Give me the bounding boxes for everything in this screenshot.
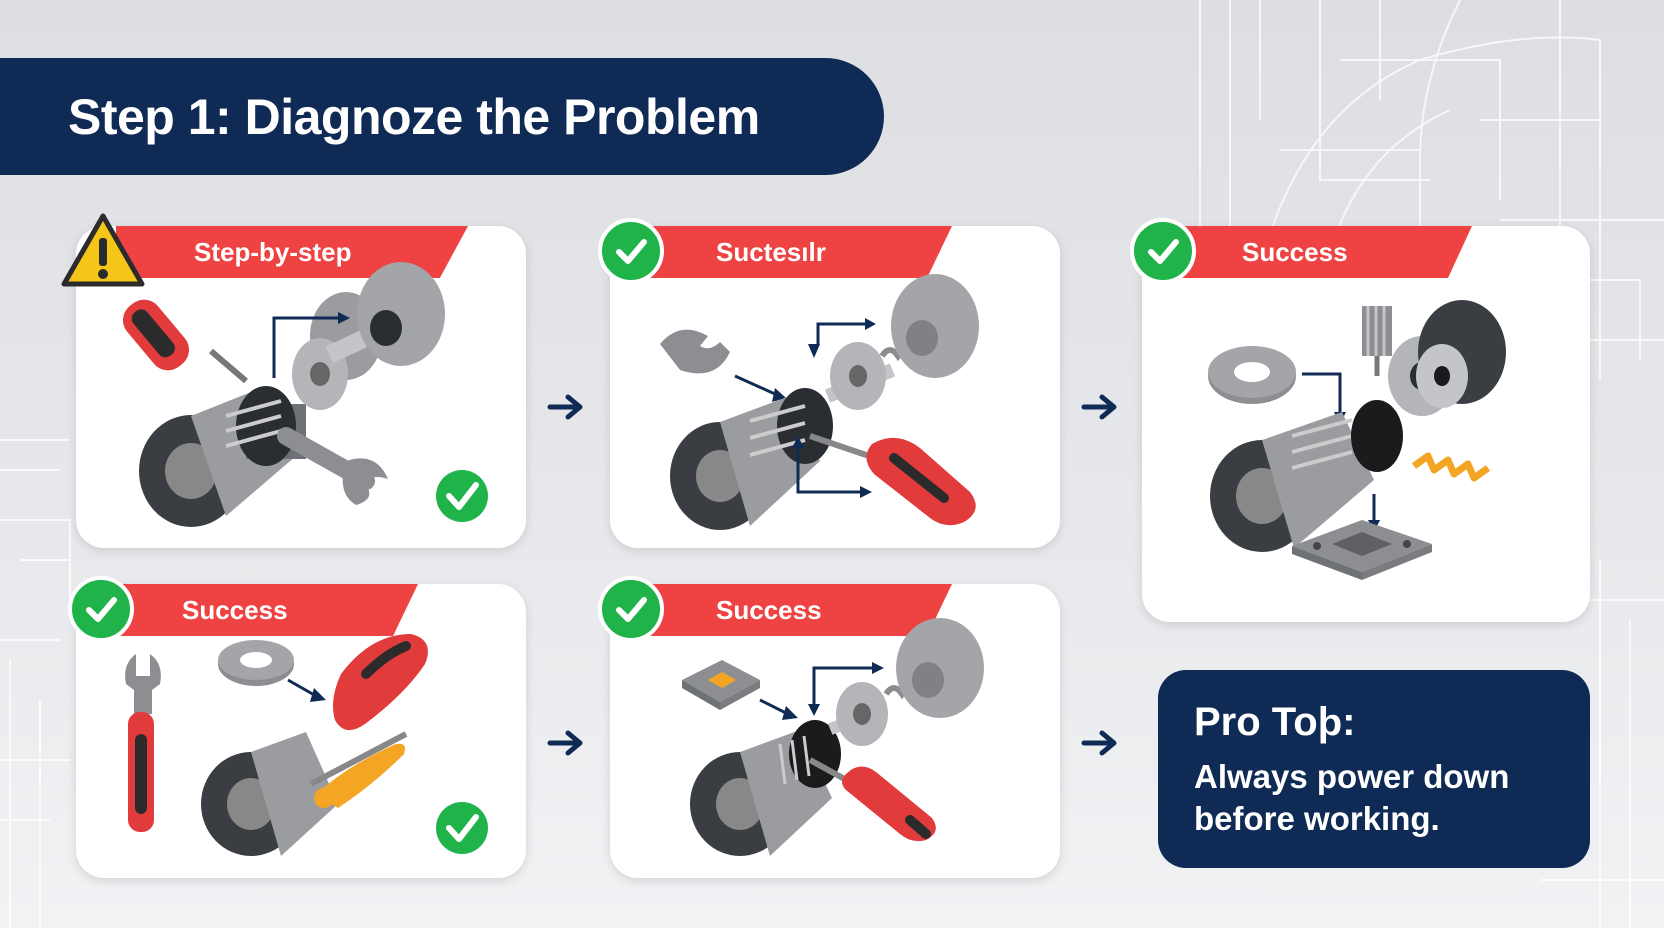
card-banner-5: Success <box>640 584 952 636</box>
check-icon <box>436 470 488 522</box>
roller-icon <box>1210 400 1403 552</box>
cylinder-icon <box>292 262 445 410</box>
step-card-5: Success <box>610 584 1060 878</box>
check-badge-5 <box>598 576 664 642</box>
roller-icon <box>201 731 408 856</box>
spring-cylinder-icon <box>827 618 984 746</box>
heatsink-icon <box>1362 306 1392 376</box>
component-illustration-1 <box>122 262 488 527</box>
roller-icon <box>690 720 841 856</box>
card-label-2: Suctesılr <box>716 236 826 267</box>
step-card-2: Suctesılr <box>610 226 1060 548</box>
card-banner-3: Success <box>1172 226 1472 278</box>
page-title-bar: Step 1: Diagnoze the Problem <box>0 58 884 175</box>
card-label-3: Success <box>1242 236 1348 267</box>
step-card-3: Success <box>1142 226 1590 622</box>
washer-icon <box>1208 346 1296 404</box>
wrench-icon <box>277 427 388 505</box>
warning-icon <box>61 213 145 287</box>
pro-tip-box: Pro Toþ: Always power down before workin… <box>1158 670 1590 868</box>
card-label-4: Success <box>182 594 288 625</box>
card-label-5: Success <box>716 594 822 625</box>
screwdriver-icon <box>808 757 936 842</box>
yellow-screwdriver-icon <box>314 743 405 808</box>
step-card-4: Success <box>76 584 526 878</box>
direction-arrow <box>272 316 338 378</box>
check-badge-4 <box>68 576 134 642</box>
pro-tip-body: Always power down before working. <box>1194 758 1510 837</box>
check-badge-3 <box>1130 218 1196 284</box>
roller-icon <box>139 386 306 527</box>
spring-icon <box>1411 452 1491 482</box>
check-icon <box>1148 239 1179 264</box>
component-illustration-4 <box>125 634 488 856</box>
check-badge-2 <box>598 218 664 284</box>
component-illustration-2 <box>660 274 979 530</box>
chip-plate-icon <box>682 660 760 710</box>
check-icon <box>616 597 647 622</box>
washer-icon <box>218 640 294 686</box>
flow-arrow-4-5 <box>547 730 583 756</box>
check-icon <box>616 239 647 264</box>
flow-arrow-2-3 <box>1081 394 1117 420</box>
roller-icon <box>670 388 833 530</box>
screwdriver-icon <box>333 634 428 731</box>
mounting-plate-icon <box>1292 520 1432 580</box>
pro-tip-title: Pro Toþ: <box>1194 700 1356 744</box>
check-icon <box>436 802 488 854</box>
check-icon <box>86 597 117 622</box>
step-card-1: Step-by-step <box>76 226 526 548</box>
flow-arrow-1-2 <box>547 394 583 420</box>
component-illustration-5 <box>682 618 984 856</box>
cylinder-icon <box>1388 300 1506 416</box>
screwdriver-icon <box>122 299 248 384</box>
screwdriver-icon <box>809 433 976 526</box>
page-title: Step 1: Diagnoze the Problem <box>68 88 760 145</box>
card-label-1: Step-by-step <box>194 236 352 267</box>
wrench-icon <box>660 329 730 374</box>
card-banner-2: Suctesılr <box>640 226 952 278</box>
flow-arrow-5-tip <box>1081 730 1117 756</box>
card-banner-4: Success <box>106 584 418 636</box>
wrench-icon <box>125 654 161 832</box>
card-banner-1: Step-by-step <box>116 226 468 278</box>
component-illustration-3 <box>1208 300 1506 580</box>
spring-cylinder-icon <box>824 274 979 410</box>
